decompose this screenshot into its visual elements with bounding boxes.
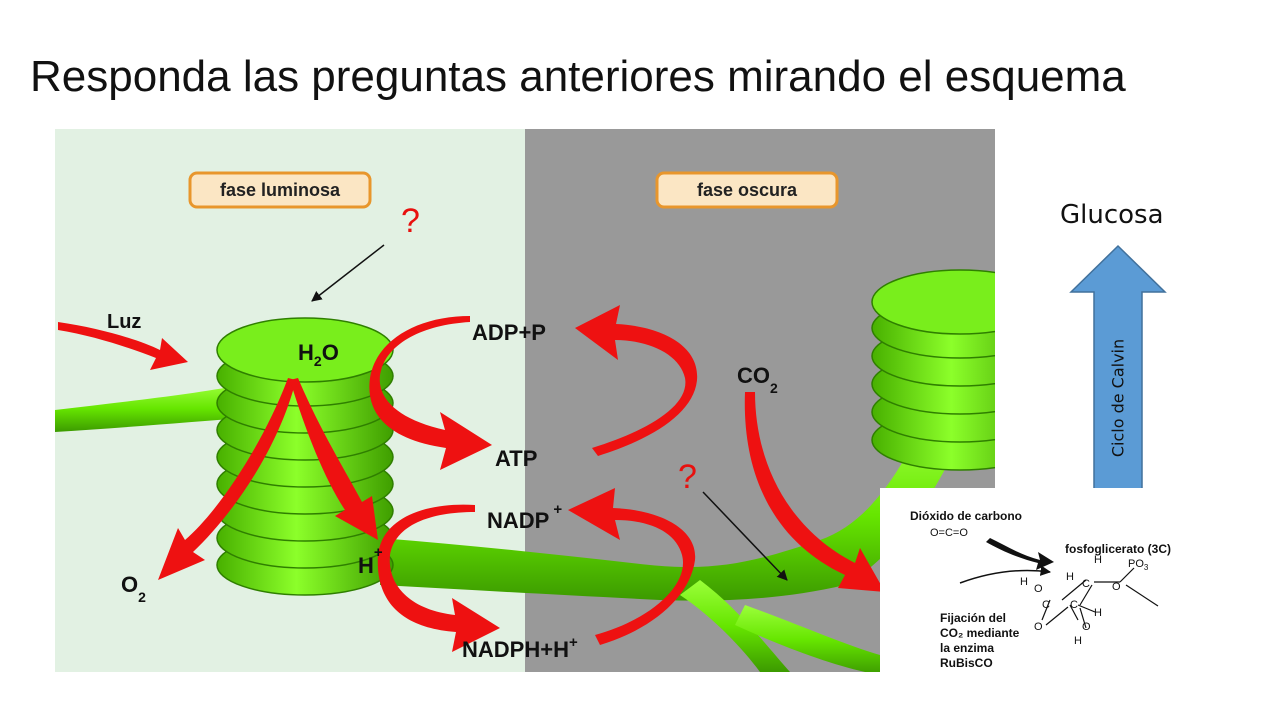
- inset-co2-title: Dióxido de carbono: [910, 509, 1022, 523]
- calvin-cycle-arrow: [1069, 244, 1167, 511]
- label-h2o: H2O: [298, 340, 339, 369]
- phase-label-dark: fase oscura: [655, 171, 839, 209]
- inset-co2-formula: O=C=O: [930, 527, 968, 539]
- label-nadp: NADP+: [487, 501, 562, 533]
- inset-atom-h3: H: [1020, 576, 1028, 588]
- inset-fixation-line-3: la enzima: [940, 641, 994, 655]
- label-co2: CO2: [737, 363, 778, 396]
- svg-text:H2O: H2O: [298, 340, 339, 369]
- inset-atom-o1: O: [1112, 581, 1121, 593]
- svg-text:NADPH+H+: NADPH+H+: [462, 634, 578, 662]
- inset-atom-o2: O: [1034, 583, 1043, 595]
- inset-atom-o4: O: [1082, 621, 1091, 633]
- slide-title: Responda las preguntas anteriores mirand…: [30, 52, 1126, 101]
- calvin-cycle-label: Ciclo de Calvin: [1108, 338, 1128, 458]
- pointer-arrow-2: [702, 491, 788, 581]
- arrow-hplus-to-nadph: [377, 504, 500, 652]
- inset-atom-c3: C: [1070, 599, 1078, 611]
- phase-label-light: fase luminosa: [188, 171, 372, 209]
- arrow-h2o-to-hplus: [290, 378, 378, 540]
- inset-atom-c2: C: [1042, 599, 1050, 611]
- label-luz: Luz: [107, 311, 141, 333]
- inset-fixation-line-4: RuBisCO: [940, 656, 993, 670]
- svg-text:fase oscura: fase oscura: [697, 180, 798, 200]
- inset-atom-c1: C: [1082, 578, 1090, 590]
- glucose-label: Glucosa: [1060, 200, 1164, 230]
- stroma-lamella-middle: [380, 430, 955, 601]
- arrow-atp-to-adp: [575, 305, 698, 456]
- label-o2: O2: [121, 572, 146, 605]
- inset-atom-h2: H: [1094, 554, 1102, 566]
- inset-fixation-line-2: CO₂ mediante: [940, 626, 1020, 640]
- inset-atom-h4: H: [1094, 607, 1102, 619]
- inset-atom-h1: H: [1066, 571, 1074, 583]
- svg-text:CO2: CO2: [737, 363, 778, 396]
- label-adp-p: ADP+P: [472, 320, 546, 345]
- arrow-adp-to-atp: [369, 316, 492, 470]
- inset-atom-o3: O: [1034, 621, 1043, 633]
- stroma-lamella-branch: [680, 580, 790, 672]
- pointer-arrow-1: [311, 244, 385, 302]
- question-mark-1: ?: [401, 202, 420, 240]
- question-mark-2: ?: [678, 458, 697, 496]
- label-h-plus: H+: [358, 544, 383, 578]
- rubisco-inset: Dióxido de carbono O=C=O fosfoglicerato …: [880, 488, 1280, 678]
- inset-molecule: [1041, 567, 1159, 629]
- granum-right: [871, 269, 995, 471]
- stroma-lamella-lower: [735, 605, 880, 672]
- red-arrows: [58, 305, 885, 652]
- arrow-co2-to-calvin: [744, 392, 885, 592]
- inset-atom-h5: H: [1074, 635, 1082, 647]
- inset-curved-arrow: [986, 538, 1054, 570]
- svg-text:O2: O2: [121, 572, 146, 605]
- label-nadph: NADPH+H+: [462, 634, 578, 662]
- stroma-lamella-left: [55, 385, 245, 432]
- svg-text:H+: H+: [358, 544, 383, 578]
- arrow-h2o-to-o2: [158, 378, 296, 580]
- svg-text:PO3: PO3: [1128, 558, 1149, 572]
- light-arrow: [58, 322, 188, 370]
- svg-text:NADP+: NADP+: [487, 501, 562, 533]
- inset-phosphate: PO3: [1128, 558, 1149, 572]
- inset-fixation-line-1: Fijación del: [940, 611, 1006, 625]
- inset-entry-arrow: [959, 565, 1052, 584]
- granum-left: [216, 317, 394, 596]
- arrow-nadph-to-nadp: [568, 488, 696, 645]
- svg-text:fase luminosa: fase luminosa: [220, 180, 341, 200]
- inset-product: fosfoglicerato (3C): [1065, 542, 1171, 556]
- label-atp: ATP: [495, 446, 537, 471]
